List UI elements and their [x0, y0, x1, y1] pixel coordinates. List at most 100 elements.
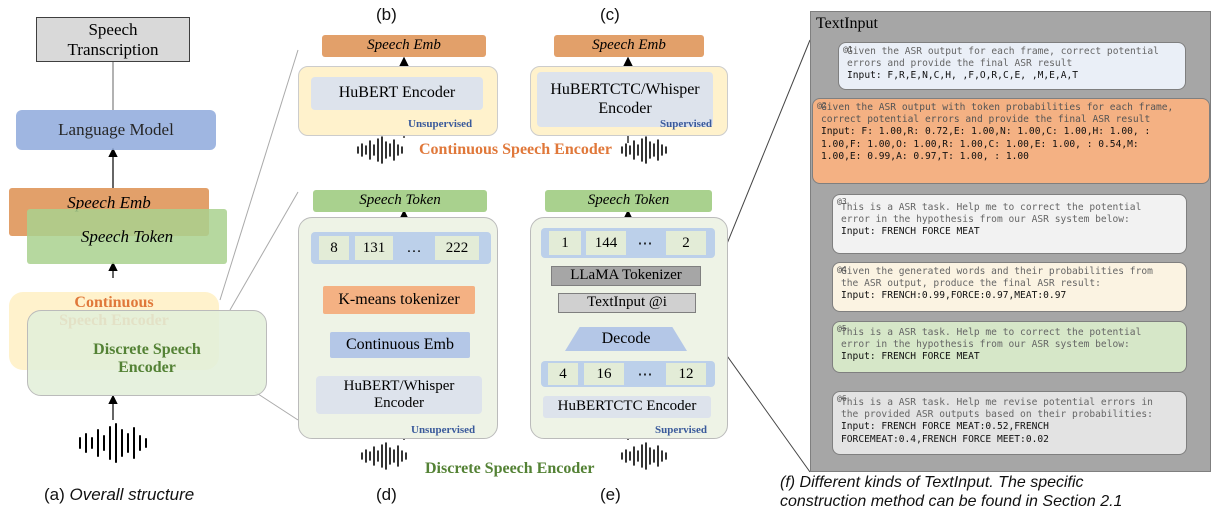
prompt-4-id: @4 — [837, 265, 847, 274]
panel-d-tag: Unsupervised — [411, 424, 476, 436]
panel-e-ctc-token-3: 12 — [666, 363, 706, 385]
discrete-encoder-box: Discrete Speech Encoder — [27, 310, 267, 396]
panel-e-ctc-token-2: 16 — [584, 363, 624, 385]
discrete-group-label: Discrete Speech Encoder — [425, 460, 595, 477]
panel-e-token-2: 144 — [586, 231, 626, 255]
prompt-2-id: @2 — [817, 101, 827, 110]
panel-e-speech-token-label: Speech Token — [587, 192, 670, 209]
prompt-4-line-2: the ASR output, produce the final ASR re… — [841, 278, 1101, 290]
panel-b-tag: Unsupervised — [408, 118, 473, 130]
panel-e-token-1: 1 — [549, 231, 581, 255]
caption-f-line-2: construction method can be found in Sect… — [780, 493, 1123, 510]
panel-d-kmeans-label: K-means tokenizer — [338, 290, 460, 308]
panel-e-ctc-token-ellipsis: ⋯ — [637, 366, 653, 383]
prompt-card-5: @5 This is a ASR task. Help me to correc… — [832, 321, 1187, 373]
prompt-1-line-1: Given the ASR output for each frame, cor… — [847, 46, 1159, 57]
panel-e-decode-label: Decode — [601, 329, 651, 347]
prompt-4-line-1: Given the generated words and their prob… — [841, 266, 1153, 277]
prompt-4-input-1: Input: FRENCH:0.99,FORCE:0.97,MEAT:0.97 — [841, 290, 1067, 302]
prompt-1-input-1: Input: F,R,E,N,C,H, ,F,O,R,C,E, ,M,E,A,T — [847, 70, 1079, 82]
panel-e-textinput-label: TextInput @i — [587, 294, 667, 311]
prompt-3-line-2: error in the hypothesis from our ASR sys… — [841, 214, 1130, 226]
prompt-3-input-1: Input: FRENCH FORCE MEAT — [841, 226, 980, 238]
panel-d-speech-token-label: Speech Token — [359, 192, 441, 209]
panel-d-token-2: 131 — [355, 236, 393, 260]
prompt-6-line-2: the provided ASR outputs based on their … — [841, 409, 1153, 421]
panel-c-encoder-label: HuBERTCTC/Whisper Encoder — [550, 81, 700, 117]
caption-a-label: (a) — [44, 485, 70, 504]
panel-e-encoder-label: HuBERTCTC Encoder — [557, 398, 697, 415]
prompt-2-input-3: 1.00,E: 0.99,A: 0.97,T: 1.00, : 1.00 — [821, 150, 1029, 162]
panel-c-speech-emb: Speech Emb — [554, 35, 704, 57]
prompt-card-2: @2 Given the ASR output with token proba… — [812, 98, 1210, 184]
speech-transcription-label: Speech Transcription — [67, 19, 159, 59]
panel-e-encoder: HuBERTCTC Encoder — [543, 396, 711, 418]
panel-e-label: (e) — [600, 485, 621, 504]
panel-d-token-1: 8 — [319, 236, 349, 260]
panel-c-speech-emb-label: Speech Emb — [592, 37, 666, 54]
prompt-2-input-1: Input: F: 1.00,R: 0.72,E: 1.00,N: 1.00,C… — [821, 126, 1151, 138]
panel-e-token-ellipsis: ⋯ — [637, 235, 653, 252]
panel-d-label: (d) — [376, 485, 397, 504]
speech-emb-label: Speech Emb — [67, 193, 151, 212]
panel-e-token-3: 2 — [666, 231, 706, 255]
prompt-2-line-1: Given the ASR output with token probabil… — [821, 102, 1174, 113]
prompt-2-input-2: 1.00,F: 1.00,O: 1.00,R: 1.00,C: 1.00,E: … — [821, 138, 1139, 150]
panel-e-speech-token: Speech Token — [545, 190, 712, 212]
panel-e-llama: LLaMA Tokenizer — [551, 266, 701, 286]
prompt-6-id: @6 — [837, 394, 847, 403]
panel-d-token-ellipsis: … — [406, 239, 422, 256]
caption-a: (a) Overall structure — [44, 485, 194, 505]
prompt-3-id: @3 — [837, 197, 847, 206]
speech-token-label: Speech Token — [80, 226, 174, 246]
zoom-line-bottom — [254, 391, 299, 421]
prompt-1-id: @1 — [843, 45, 853, 54]
prompt-card-4: @4 Given the generated words and their p… — [832, 262, 1187, 312]
prompt-5-line-2: error in the hypothesis from our ASR sys… — [841, 339, 1130, 351]
panel-d-kmeans: K-means tokenizer — [323, 286, 475, 314]
panel-c-encoder: HuBERTCTC/Whisper Encoder — [537, 72, 713, 127]
prompt-6-input-1: Input: FRENCH FORCE MEAT:0.52,FRENCH — [841, 421, 1049, 433]
panel-d-cont-emb-label: Continuous Emb — [345, 335, 454, 353]
prompt-3-line-1: This is a ASR task. Help me to correct t… — [841, 202, 1142, 213]
caption-f-line-1: (f) Different kinds of TextInput. The sp… — [780, 474, 1084, 491]
panel-e-ctc-token-1: 4 — [548, 363, 578, 385]
continuous-group-label: Continuous Speech Encoder — [419, 141, 612, 158]
panel-c-tag: Supervised — [660, 118, 712, 130]
panel-d-speech-token: Speech Token — [313, 190, 487, 212]
prompt-card-3: @3 This is a ASR task. Help me to correc… — [832, 194, 1187, 254]
language-model-label: Language Model — [58, 120, 174, 140]
panel-e-textinput: TextInput @i — [558, 293, 696, 313]
speech-token-box: Speech Token — [27, 209, 227, 264]
panel-d-encoder: HuBERT/Whisper Encoder — [316, 376, 482, 414]
language-model-box: Language Model — [16, 110, 216, 150]
panel-e-decode: Decode — [565, 327, 687, 351]
prompt-5-line-1: This is a ASR task. Help me to correct t… — [841, 327, 1142, 338]
panel-b-speech-emb: Speech Emb — [322, 35, 486, 57]
panel-d-cont-emb: Continuous Emb — [330, 332, 470, 358]
prompt-card-1: @1 Given the ASR output for each frame, … — [838, 42, 1186, 90]
prompt-6-line-1: This is a ASR task. Help me revise poten… — [841, 397, 1153, 408]
prompt-2-line-2: correct potential errors and provide the… — [821, 114, 1151, 126]
prompt-5-id: @5 — [837, 324, 847, 333]
panel-b-label: (b) — [376, 5, 397, 24]
speech-transcription-box: Speech Transcription — [36, 17, 190, 62]
panel-d-encoder-label: HuBERT/Whisper Encoder — [343, 377, 455, 411]
panel-c-label: (c) — [600, 5, 620, 24]
discrete-encoder-label: Discrete Speech Encoder — [93, 340, 201, 376]
zoom-line-mid — [229, 191, 299, 311]
panel-b-encoder: HuBERT Encoder — [311, 77, 483, 110]
zoom-line-top — [219, 49, 299, 301]
prompt-1-line-2: errors and provide the final ASR result — [847, 58, 1073, 70]
prompt-6-input-2: FORCEMEAT:0.4,FRENCH FORCE MEET:0.02 — [841, 433, 1049, 445]
panel-d-token-3: 222 — [435, 236, 479, 260]
prompt-5-input-1: Input: FRENCH FORCE MEAT — [841, 351, 980, 363]
panel-e-llama-label: LLaMA Tokenizer — [570, 267, 682, 284]
caption-a-text: Overall structure — [69, 485, 195, 504]
prompt-card-6: @6 This is a ASR task. Help me revise po… — [832, 391, 1187, 455]
panel-b-encoder-label: HuBERT Encoder — [338, 84, 456, 102]
caption-f: (f) Different kinds of TextInput. The sp… — [780, 473, 1122, 511]
textinput-title: TextInput — [816, 15, 878, 32]
panel-e-tag: Supervised — [655, 424, 707, 436]
panel-b-speech-emb-label: Speech Emb — [367, 37, 441, 54]
